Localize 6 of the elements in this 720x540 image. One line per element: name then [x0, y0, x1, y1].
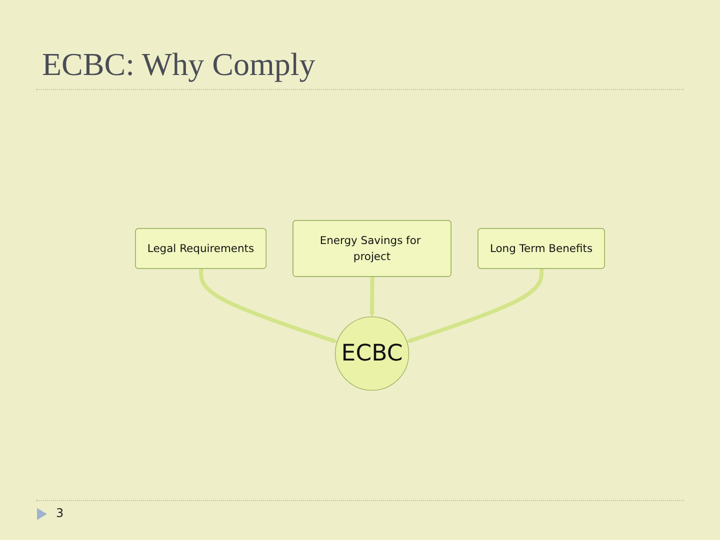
slide-title: ECBC: Why Comply	[42, 46, 316, 83]
node-circle: ECBC	[334, 316, 410, 390]
arrow	[406, 268, 544, 343]
arrow	[199, 268, 338, 343]
page-number: 3	[56, 506, 64, 520]
arrow	[369, 276, 375, 317]
